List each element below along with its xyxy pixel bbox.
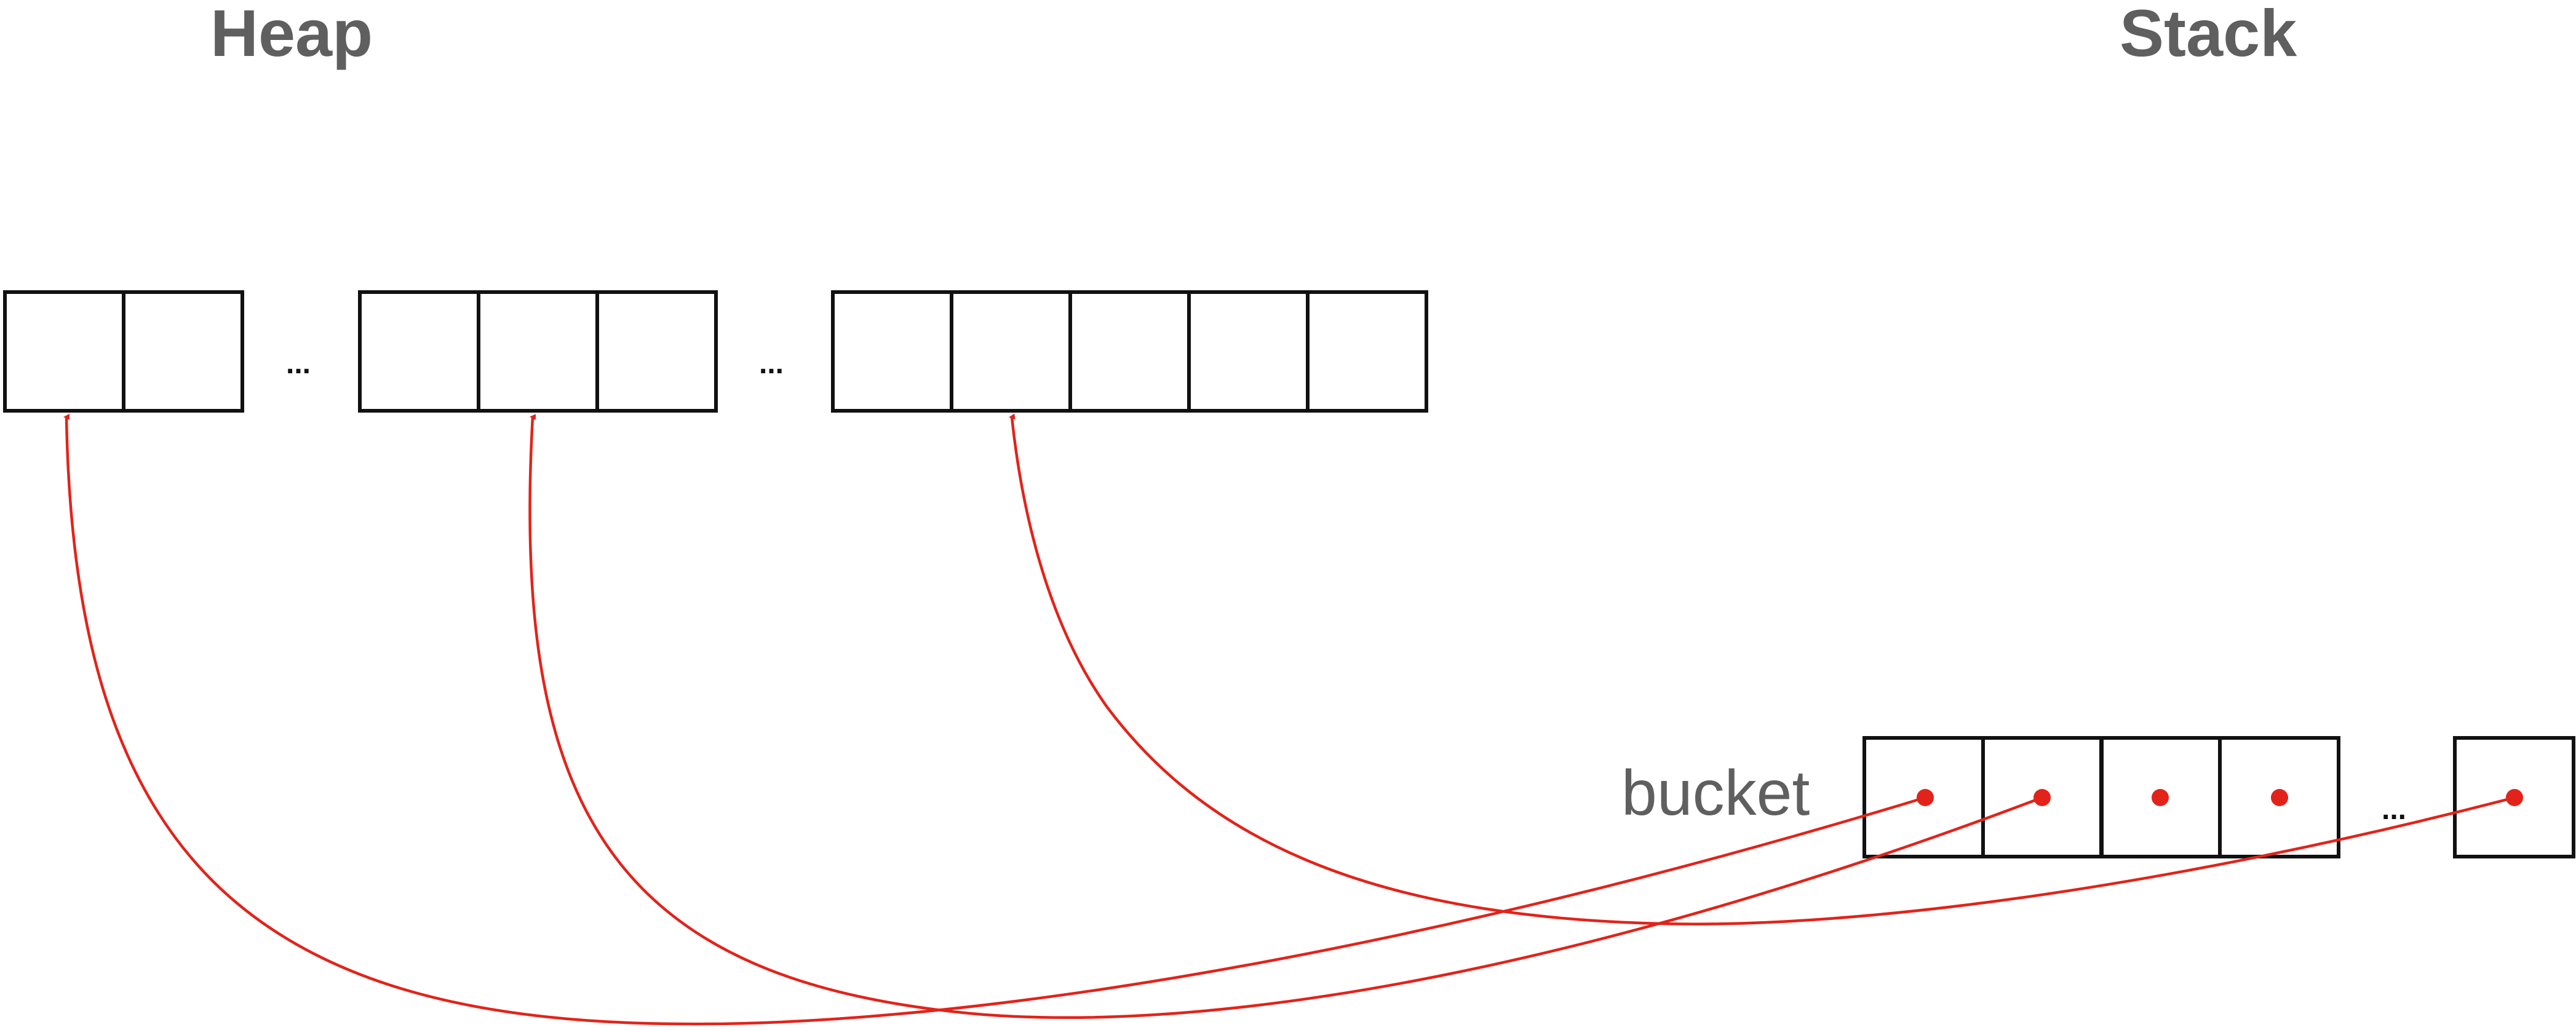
stack-title: Stack [2120,0,2297,70]
heap-array-2-cell-2 [477,290,599,413]
heap-title: Heap [210,0,373,70]
pointer-dot-5 [2506,789,2523,806]
pointer-curves [63,413,2515,1026]
heap-array-3-cell-2 [950,290,1072,413]
pointer-curve-3 [1009,413,2515,925]
stack-ellipsis: ... [2382,793,2407,826]
heap-array-3-cell-1 [831,290,953,413]
pointer-dot-1 [1917,789,1934,806]
heap-ellipsis-1: ... [286,347,311,380]
pointer-curve-2 [528,414,2043,1020]
heap-array-2-cell-3 [595,290,718,413]
bucket-cell-4 [2218,736,2340,858]
pointer-dot-4 [2271,789,2288,806]
bucket-cell-5 [2453,736,2575,858]
heap-array-1-cell-2 [122,290,244,413]
stack-array [1862,736,2575,858]
heap-ellipsis-2: ... [759,347,784,380]
heap-arrays [3,290,1428,413]
heap-array-3-cell-3 [1068,290,1191,413]
pointer-dot-2 [2033,789,2051,806]
heap-array-3-cell-4 [1187,290,1310,413]
pointer-curve-1 [63,413,1926,1026]
pointer-dot-3 [2152,789,2169,806]
pointer-dots [1917,789,2523,806]
heap-array-1-cell-1 [3,290,125,413]
heap-array-2-cell-1 [358,290,480,413]
bucket-label: bucket [1621,758,1810,829]
heap-array-3-cell-5 [1306,290,1428,413]
